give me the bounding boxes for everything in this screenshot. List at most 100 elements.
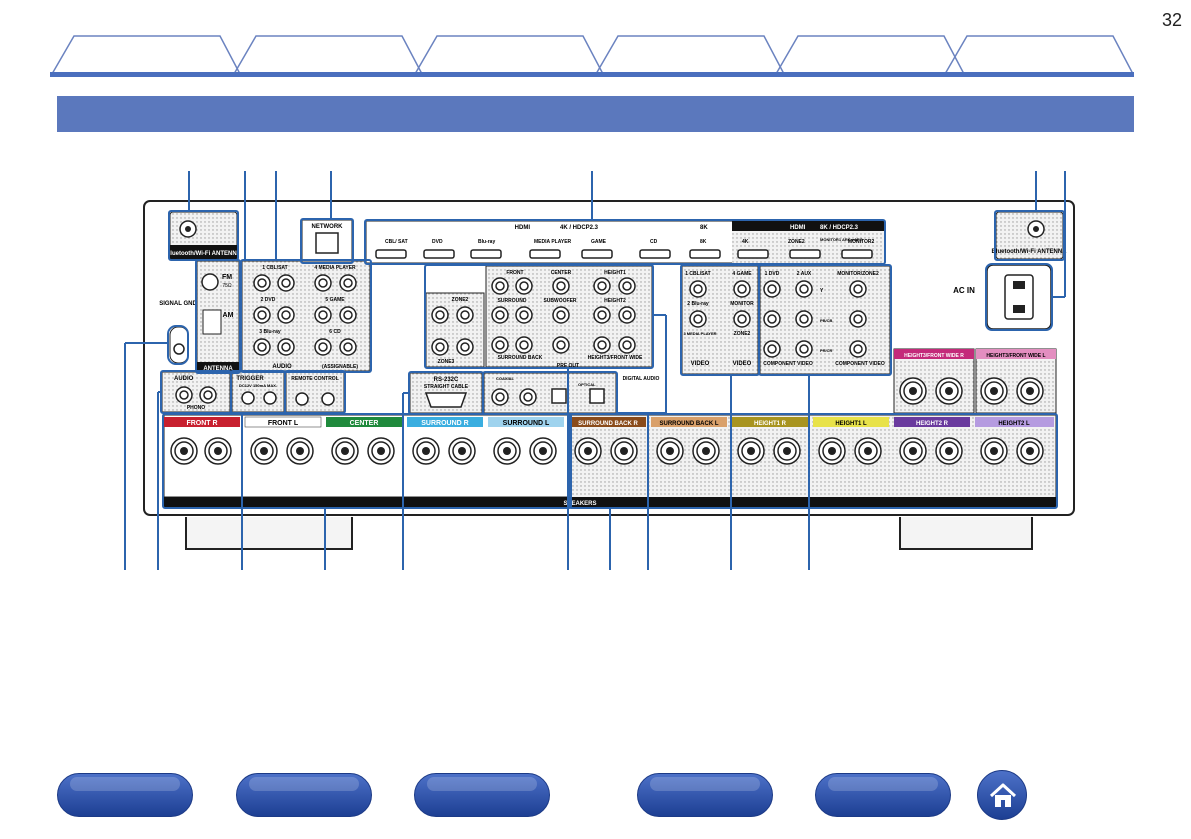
svg-text:DIGITAL AUDIO: DIGITAL AUDIO	[623, 376, 660, 382]
svg-text:5 GAME: 5 GAME	[325, 297, 345, 303]
svg-text:COMPONENT VIDEO: COMPONENT VIDEO	[835, 361, 885, 367]
svg-text:MONITOR2: MONITOR2	[848, 239, 875, 245]
svg-text:AUDIO: AUDIO	[174, 376, 194, 382]
page-number: 32	[1161, 10, 1182, 30]
svg-text:HEIGHT2: HEIGHT2	[604, 298, 626, 304]
home-button[interactable]	[977, 770, 1027, 820]
svg-text:SURROUND BACK L: SURROUND BACK L	[660, 421, 719, 427]
bt-antenna-label-left: Bluetooth/Wi-Fi ANTENNA	[166, 251, 242, 257]
svg-text:SURROUND L: SURROUND L	[503, 420, 550, 427]
svg-text:FRONT L: FRONT L	[268, 420, 299, 427]
svg-text:HEIGHT1 R: HEIGHT1 R	[754, 421, 787, 427]
svg-text:SURROUND: SURROUND	[498, 298, 527, 304]
tab-tips[interactable]	[774, 34, 966, 74]
svg-text:HDMI: HDMI	[515, 225, 531, 231]
svg-text:VIDEO: VIDEO	[733, 361, 752, 367]
zone-outputs	[425, 292, 485, 368]
nav-contents-button[interactable]	[57, 773, 193, 817]
svg-text:DVD: DVD	[432, 239, 443, 245]
terminal-front-l	[244, 416, 322, 428]
svg-text:4K / HDCP2.3: 4K / HDCP2.3	[560, 225, 599, 231]
svg-text:MONITOR/ZONE2: MONITOR/ZONE2	[837, 271, 879, 277]
svg-text:4 MEDIA PLAYER: 4 MEDIA PLAYER	[314, 265, 356, 271]
nav-index-button[interactable]	[815, 773, 951, 817]
svg-text:FM: FM	[222, 274, 232, 281]
svg-text:SURROUND BACK: SURROUND BACK	[498, 355, 543, 361]
terminal-height2-l	[975, 417, 1054, 427]
foot-right	[899, 517, 1033, 550]
svg-text:STRAIGHT CABLE: STRAIGHT CABLE	[424, 384, 469, 390]
terminal-front-r	[164, 417, 240, 427]
svg-text:HEIGHT2 L: HEIGHT2 L	[998, 421, 1030, 427]
svg-text:HEIGHT2 R: HEIGHT2 R	[916, 421, 949, 427]
svg-text:HEIGHT1: HEIGHT1	[604, 270, 626, 276]
terminal-height3-l	[976, 349, 1056, 359]
svg-text:MONITOR1 ARC eARC: MONITOR1 ARC eARC	[820, 237, 863, 242]
svg-text:CENTER: CENTER	[350, 420, 379, 427]
svg-text:CBL/ SAT: CBL/ SAT	[385, 239, 408, 245]
svg-text:DC12V 150mA MAX.: DC12V 150mA MAX.	[239, 383, 277, 388]
svg-text:PR/CR: PR/CR	[820, 348, 833, 353]
terminal-surround-l	[488, 417, 564, 427]
terminal-height1-r	[732, 417, 808, 427]
svg-text:HDMI: HDMI	[790, 225, 806, 231]
svg-text:AUDIO: AUDIO	[272, 364, 292, 370]
svg-text:SUBWOOFER: SUBWOOFER	[543, 298, 576, 304]
nav-front-panel-button[interactable]	[236, 773, 372, 817]
svg-text:OPTICAL: OPTICAL	[578, 382, 596, 387]
svg-text:RS-232C: RS-232C	[434, 377, 459, 383]
svg-text:3 Blu-ray: 3 Blu-ray	[259, 329, 281, 335]
svg-text:AM: AM	[223, 312, 234, 319]
svg-text:8K: 8K	[700, 239, 707, 245]
svg-text:75Ω: 75Ω	[222, 283, 232, 289]
svg-text:3 MEDIA PLAYER: 3 MEDIA PLAYER	[683, 331, 716, 336]
svg-text:SURROUND BACK R: SURROUND BACK R	[578, 421, 638, 427]
tab-playback[interactable]	[413, 34, 605, 74]
svg-text:2 AUX: 2 AUX	[797, 271, 812, 277]
svg-text:1 CBL/SAT: 1 CBL/SAT	[685, 271, 710, 277]
terminal-center	[326, 417, 402, 427]
svg-text:COAXIAL: COAXIAL	[496, 376, 515, 381]
svg-text:FRONT: FRONT	[506, 270, 523, 276]
terminal-surround-back-l	[651, 417, 727, 427]
svg-text:2 Blu-ray: 2 Blu-ray	[687, 301, 709, 307]
tab-bar	[50, 34, 1134, 78]
svg-text:(ASSIGNABLE): (ASSIGNABLE)	[322, 364, 358, 370]
tab-appendix[interactable]	[943, 34, 1135, 74]
nav-rear-panel-button[interactable]	[414, 773, 550, 817]
svg-text:GAME: GAME	[591, 239, 607, 245]
svg-text:1 CBL/SAT: 1 CBL/SAT	[262, 265, 287, 271]
terminal-surround-r	[407, 417, 483, 427]
foot-left	[185, 517, 353, 550]
svg-text:ZONE2: ZONE2	[734, 331, 751, 337]
svg-text:HEIGHT1 L: HEIGHT1 L	[835, 421, 867, 427]
svg-text:VIDEO: VIDEO	[691, 361, 710, 367]
svg-text:8K: 8K	[700, 225, 708, 231]
svg-text:1 DVD: 1 DVD	[765, 271, 780, 277]
nav-remote-button[interactable]	[637, 773, 773, 817]
ac-in-label: AC IN	[953, 286, 975, 295]
svg-text:4 GAME: 4 GAME	[732, 271, 752, 277]
svg-text:Blu-ray: Blu-ray	[478, 239, 495, 245]
tab-settings[interactable]	[594, 34, 786, 74]
svg-text:Y: Y	[820, 288, 824, 294]
rear-panel-diagram: Bluetooth/Wi-Fi ANTENNA FM 75Ω AM ANTENN…	[124, 171, 1075, 570]
svg-text:Bluetooth/Wi-Fi ANTENNA: Bluetooth/Wi-Fi ANTENNA	[991, 249, 1067, 255]
tab-connections[interactable]	[232, 34, 424, 74]
terminal-surround-back-r	[570, 417, 646, 427]
svg-text:MEDIA PLAYER: MEDIA PLAYER	[534, 239, 572, 245]
svg-text:6 CD: 6 CD	[329, 329, 341, 335]
svg-text:ANTENNA: ANTENNA	[203, 366, 233, 372]
svg-text:ZONE2: ZONE2	[788, 239, 805, 245]
svg-text:4K: 4K	[742, 239, 749, 245]
home-icon	[989, 783, 1017, 807]
svg-text:SPEAKERS: SPEAKERS	[563, 501, 596, 507]
svg-text:2 DVD: 2 DVD	[261, 297, 276, 303]
tab-contents[interactable]	[50, 34, 242, 74]
svg-text:ZONE2: ZONE2	[452, 297, 469, 303]
svg-text:HEIGHT3/FRONT WIDE L: HEIGHT3/FRONT WIDE L	[986, 353, 1045, 359]
svg-text:PHONO: PHONO	[187, 405, 205, 411]
svg-text:MONITOR: MONITOR	[730, 301, 754, 307]
svg-text:PRE OUT: PRE OUT	[557, 363, 579, 369]
tab-underline	[50, 72, 1134, 77]
